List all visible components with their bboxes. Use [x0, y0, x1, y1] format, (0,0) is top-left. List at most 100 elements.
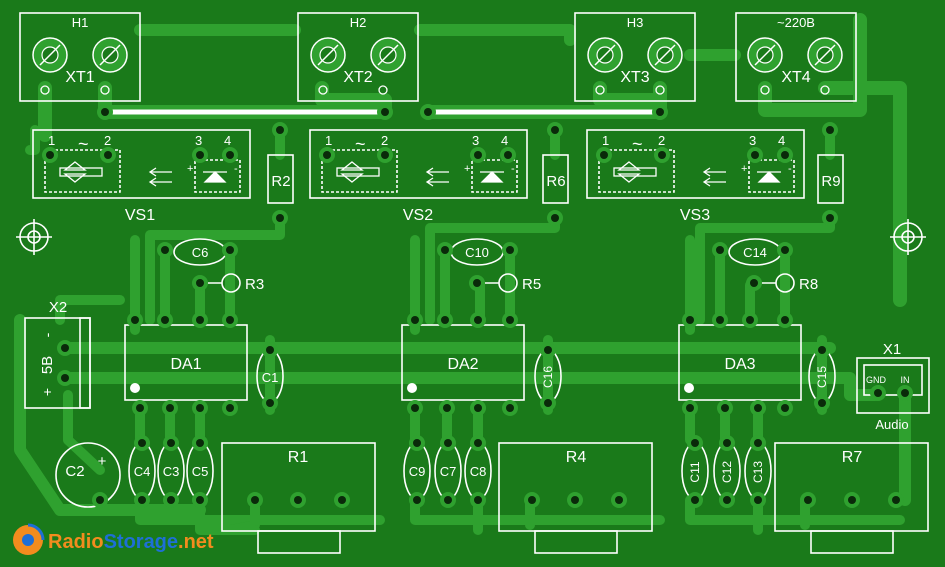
vs2-minus: - — [511, 163, 515, 175]
pad-hole — [804, 496, 812, 504]
label-c7: C7 — [440, 464, 457, 479]
label-vs2: VS2 — [403, 207, 433, 224]
label-c2-plus: + — [98, 453, 107, 470]
pad-hole — [61, 374, 69, 382]
r4-knob — [534, 530, 618, 554]
vs1-pin1: 1 — [48, 133, 55, 148]
opto-symbols — [59, 161, 781, 183]
label-r7: R7 — [842, 449, 863, 466]
label-xt3: XT3 — [620, 69, 649, 86]
logo-text-net: .net — [178, 531, 214, 553]
label-c13: C13 — [751, 461, 765, 483]
label-xt4: XT4 — [781, 69, 810, 86]
pad-hole — [381, 108, 389, 116]
pad-hole — [686, 404, 694, 412]
x2-lock — [79, 317, 91, 409]
silk-labels: H1 H2 H3 ~220B XT1 XT2 XT3 XT4 1 ~ 2 3 4… — [39, 15, 910, 483]
vs1-pin4: 4 — [224, 133, 231, 148]
pad-hole — [781, 246, 789, 254]
label-c12: C12 — [720, 461, 734, 483]
vs2-pin4: 4 — [501, 133, 508, 148]
pad-hole — [441, 246, 449, 254]
screw-terminals — [32, 37, 843, 73]
da1-outline — [124, 324, 248, 401]
pad-hole — [161, 316, 169, 324]
component-pads — [42, 104, 913, 508]
vs1-pin3: 3 — [195, 133, 202, 148]
label-xt2: XT2 — [343, 69, 372, 86]
pad-hole — [571, 496, 579, 504]
pad-hole — [413, 439, 421, 447]
opto-arrows — [148, 167, 726, 187]
pad-hole — [196, 279, 204, 287]
pad-hole — [504, 151, 512, 159]
pad-hole — [131, 316, 139, 324]
pad-hole — [441, 316, 449, 324]
label-r6: R6 — [546, 173, 565, 190]
pad-hole — [136, 404, 144, 412]
label-c16: C16 — [541, 366, 555, 388]
vs2-outline — [309, 129, 528, 199]
da2-pin1-marker — [407, 383, 417, 393]
pad-hole — [721, 404, 729, 412]
pad-hole — [750, 279, 758, 287]
pad-hole — [276, 126, 284, 134]
vs2-triac-zone — [321, 149, 398, 193]
r6-outline — [542, 154, 569, 204]
label-c6: C6 — [192, 245, 209, 260]
vs3-outline — [586, 129, 805, 199]
pad-hole — [474, 151, 482, 159]
pad-hole — [781, 404, 789, 412]
pad-hole — [196, 151, 204, 159]
pad-hole — [551, 214, 559, 222]
label-r9: R9 — [821, 173, 840, 190]
x1-inner — [863, 364, 923, 396]
pad-hole — [781, 316, 789, 324]
pad-hole — [196, 316, 204, 324]
pad-hole — [826, 126, 834, 134]
label-r3: R3 — [245, 276, 264, 293]
pad-hole — [276, 214, 284, 222]
pad-hole — [506, 404, 514, 412]
vs3-plus: + — [741, 163, 747, 175]
label-c11: C11 — [688, 461, 702, 482]
pad-hole — [474, 496, 482, 504]
vs3-pin4: 4 — [778, 133, 785, 148]
terminal-holes — [40, 85, 830, 95]
pad-hole — [474, 316, 482, 324]
pad-hole — [196, 404, 204, 412]
pad-hole — [754, 496, 762, 504]
vs3-tilde: ~ — [632, 134, 643, 154]
pad-hole — [716, 246, 724, 254]
label-xt1: XT1 — [65, 69, 94, 86]
pad-hole — [226, 316, 234, 324]
pad-hole — [338, 496, 346, 504]
pad-hole — [266, 399, 274, 407]
pad-hole — [754, 439, 762, 447]
pad-hole — [818, 346, 826, 354]
pad-hole — [138, 439, 146, 447]
da1-pin1-marker — [130, 383, 140, 393]
label-c14: C14 — [743, 245, 767, 260]
pad-hole — [551, 126, 559, 134]
vs2-pin2: 2 — [381, 133, 388, 148]
pad-hole — [413, 496, 421, 504]
vs3-pin2: 2 — [658, 133, 665, 148]
vs2-pin1: 1 — [325, 133, 332, 148]
pad-hole — [161, 246, 169, 254]
label-c9: C9 — [409, 464, 426, 479]
vs3-pin3: 3 — [749, 133, 756, 148]
pad-hole — [196, 439, 204, 447]
vs2-tilde: ~ — [355, 134, 366, 154]
label-c15: C15 — [815, 366, 829, 388]
label-vs1: VS1 — [125, 207, 155, 224]
pad-hole — [506, 316, 514, 324]
r1-knob — [257, 530, 341, 554]
label-r1: R1 — [288, 449, 309, 466]
label-c10: C10 — [465, 245, 489, 260]
pad-hole — [96, 496, 104, 504]
vs3-triac-zone — [598, 149, 675, 193]
svg-text:RadioStorage.net: RadioStorage.net — [48, 531, 214, 553]
pad-hole — [751, 151, 759, 159]
